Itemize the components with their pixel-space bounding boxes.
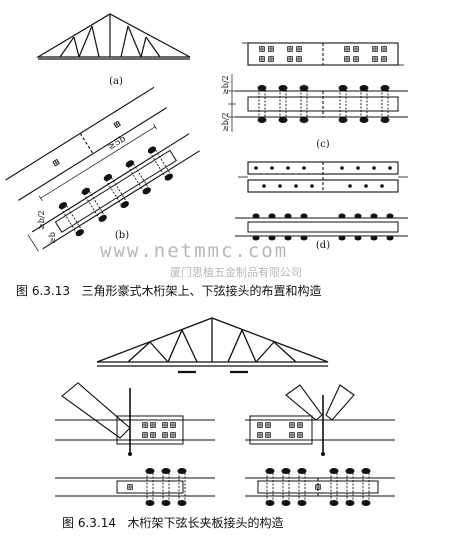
caption-6-3-13: 图 6.3.13 三角形豪式木桁架上、下弦接头的布置和构造 — [16, 282, 321, 299]
caption-6-3-13-number: 图 6.3.13 — [16, 284, 70, 298]
dimension-b-b: ≥b — [48, 232, 57, 244]
panel-label-a: (a) — [109, 76, 123, 87]
panel-label-d: (d) — [316, 240, 330, 251]
caption-6-3-14: 图 6.3.14 木桁架下弦长夹板接头的构造 — [62, 514, 283, 531]
dimension-half-b-b: ≥b/2 — [37, 210, 46, 230]
clamp-detail-left — [55, 467, 215, 507]
panel-label-b: (b) — [115, 230, 129, 241]
truss-6-3-14 — [96, 317, 329, 374]
node-detail-left — [55, 382, 215, 456]
truss-a — [35, 13, 191, 60]
dimension-half-b-c-bottom: ≥b/2 — [221, 112, 230, 132]
caption-6-3-14-title: 木桁架下弦长夹板接头的构造 — [127, 516, 284, 530]
splice-d — [235, 161, 408, 241]
splice-b — [5, 86, 200, 252]
splice-c — [228, 42, 408, 132]
bolt-row-d — [252, 213, 394, 241]
caption-6-3-14-number: 图 6.3.14 — [62, 516, 116, 530]
clamp-detail-right — [245, 467, 395, 507]
watermark-url: www.netmmc.com — [100, 240, 289, 262]
dimension-5b: ≥5b — [106, 134, 128, 153]
watermark-company: 厦门思植五金制品有限公司 — [170, 266, 302, 279]
dimension-half-b-c-top: ≥b/2 — [221, 75, 230, 95]
node-detail-right — [245, 384, 395, 456]
panel-label-c: (c) — [316, 139, 330, 150]
caption-6-3-13-title: 三角形豪式木桁架上、下弦接头的布置和构造 — [81, 284, 322, 298]
